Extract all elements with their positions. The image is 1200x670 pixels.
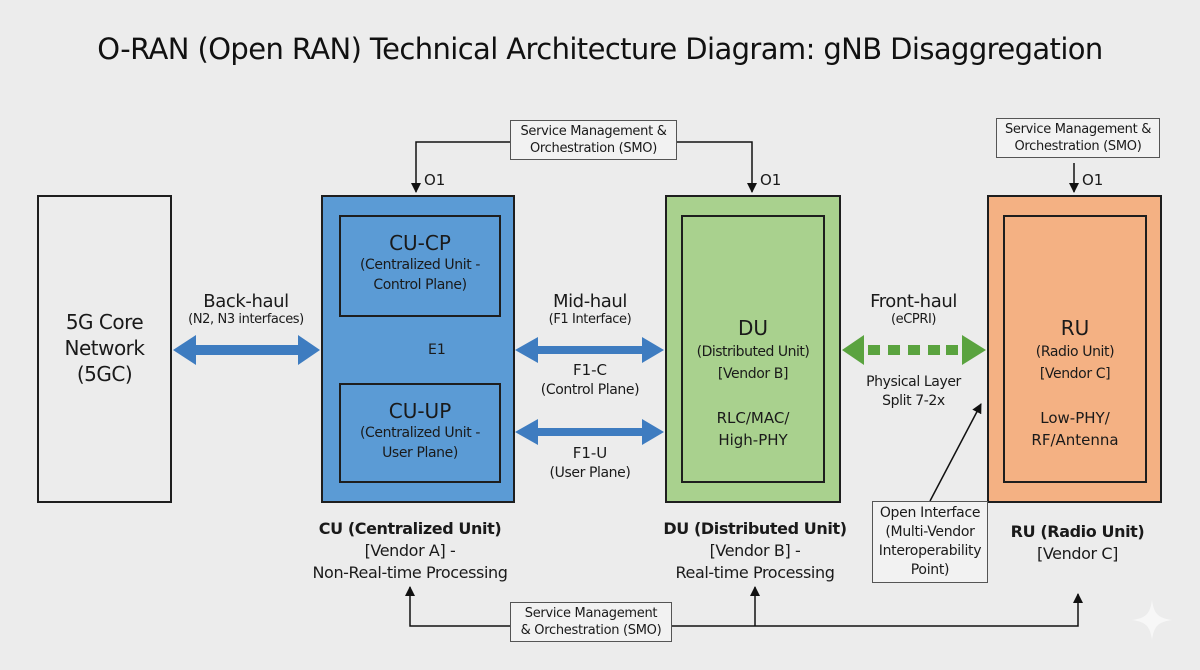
ru-layers: RF/Antenna — [1031, 431, 1119, 449]
f1u-label: F1-U — [572, 444, 608, 462]
callout-text: Interoperability — [878, 543, 982, 559]
smo-text: Orchestration (SMO) — [1014, 139, 1142, 154]
cu-box: CU-CP (Centralized Unit - Control Plane)… — [321, 195, 515, 503]
ru-title: RU — [1060, 316, 1090, 340]
smo-box-top-right: Service Management & Orchestration (SMO) — [996, 118, 1160, 158]
backhaul-label: Back-haul — [203, 291, 289, 312]
smo-text: & Orchestration (SMO) — [520, 623, 662, 638]
callout-text: Point) — [910, 562, 950, 578]
callout-text: Open Interface — [879, 505, 981, 521]
cu-caption-line: Non-Real-time Processing — [312, 563, 508, 582]
cu-caption-title: CU (Centralized Unit) — [318, 519, 502, 538]
cu-caption: CU (Centralized Unit) [Vendor A] - Non-R… — [290, 518, 530, 584]
smo-text: Service Management & — [520, 124, 667, 139]
open-interface-callout: Open Interface (Multi-Vendor Interoperab… — [872, 501, 988, 583]
du-box: DU (Distributed Unit) [Vendor B] RLC/MAC… — [665, 195, 841, 503]
ru-desc: (Radio Unit) — [1035, 344, 1115, 360]
diagram-title: O-RAN (Open RAN) Technical Architecture … — [97, 32, 1103, 66]
du-layers: High-PHY — [718, 431, 788, 449]
core-network-box: 5G Core Network (5GC) — [37, 195, 172, 503]
smo-text: Service Management — [524, 606, 658, 621]
cu-caption-line: [Vendor A] - — [364, 541, 456, 560]
core-label-line: Network — [64, 336, 145, 360]
core-label-line: 5G Core — [65, 310, 144, 334]
smo-box-bottom: Service Management & Orchestration (SMO) — [510, 602, 672, 642]
fronthaul-label: Front-haul — [870, 291, 957, 312]
ru-caption-title: RU (Radio Unit) — [1010, 522, 1145, 541]
midhaul-label: Mid-haul — [552, 291, 628, 312]
smo-text: Orchestration (SMO) — [529, 141, 658, 156]
cu-cp-desc: (Centralized Unit - — [359, 257, 481, 273]
smo-box-top-center: Service Management & Orchestration (SMO) — [510, 120, 677, 160]
du-caption-title: DU (Distributed Unit) — [663, 519, 847, 538]
du-title: DU — [737, 316, 769, 340]
du-caption-line: [Vendor B] - — [709, 541, 801, 560]
cu-up-title: CU-UP — [388, 399, 452, 423]
core-label-line: (5GC) — [76, 362, 133, 386]
du-inner-box: DU (Distributed Unit) [Vendor B] RLC/MAC… — [681, 215, 825, 483]
split-label: Physical Layer — [866, 374, 961, 390]
callout-text: (Multi-Vendor — [885, 524, 975, 540]
cu-up-desc: User Plane) — [382, 445, 458, 461]
du-caption: DU (Distributed Unit) [Vendor B] - Real-… — [640, 518, 870, 584]
f1u-sub: (User Plane) — [549, 465, 631, 481]
ru-vendor: [Vendor C] — [1039, 366, 1111, 382]
du-caption-line: Real-time Processing — [675, 563, 835, 582]
f1c-sub: (Control Plane) — [540, 382, 640, 398]
ru-caption-line: [Vendor C] — [1037, 544, 1118, 563]
f1c-label: F1-C — [572, 361, 608, 379]
sparkle-icon — [1132, 600, 1172, 640]
fronthaul-arrow — [842, 335, 986, 365]
backhaul-sub: (N2, N3 interfaces) — [188, 312, 304, 327]
du-layers: RLC/MAC/ — [716, 409, 790, 427]
cu-up-desc: (Centralized Unit - — [359, 425, 481, 441]
cu-up-box: CU-UP (Centralized Unit - User Plane) — [339, 383, 501, 483]
backhaul-arrow — [173, 335, 320, 365]
cu-cp-box: CU-CP (Centralized Unit - Control Plane) — [339, 215, 501, 317]
o1-label-du: O1 — [760, 171, 782, 189]
o1-label-cu: O1 — [424, 171, 446, 189]
ru-box: RU (Radio Unit) [Vendor C] Low-PHY/ RF/A… — [987, 195, 1162, 503]
ru-layers: Low-PHY/ — [1040, 409, 1110, 427]
smo-text: Service Management & — [1004, 122, 1152, 137]
midhaul-sub: (F1 Interface) — [548, 312, 632, 327]
ru-inner-box: RU (Radio Unit) [Vendor C] Low-PHY/ RF/A… — [1003, 215, 1147, 483]
du-vendor: [Vendor B] — [717, 366, 789, 382]
cu-cp-desc: Control Plane) — [373, 277, 467, 293]
split-label: Split 7-2x — [882, 393, 945, 409]
open-interface-pointer — [929, 403, 982, 502]
ru-caption: RU (Radio Unit) [Vendor C] — [990, 521, 1165, 565]
o1-connector-du — [677, 141, 757, 193]
e1-label: E1 — [428, 342, 446, 358]
fronthaul-sub: (eCPRI) — [890, 312, 937, 327]
o1-label-ru: O1 — [1082, 171, 1104, 189]
du-desc: (Distributed Unit) — [696, 344, 810, 360]
cu-cp-title: CU-CP — [389, 231, 451, 255]
f1u-arrow — [515, 419, 664, 445]
